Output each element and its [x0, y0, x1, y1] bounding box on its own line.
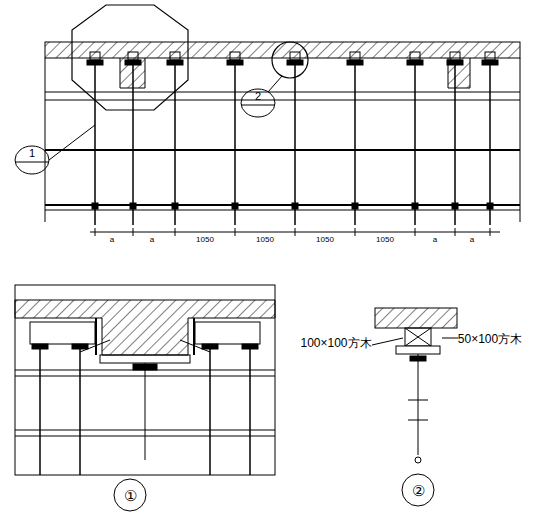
callout-number: 2: [255, 91, 261, 102]
slab: [45, 42, 520, 58]
callout-number: 1: [29, 148, 35, 159]
dimension: a: [110, 236, 114, 244]
dimension: 1050: [316, 236, 334, 244]
dimension: a: [150, 236, 154, 244]
detail-number: ②: [412, 483, 425, 498]
dimension: 1050: [256, 236, 274, 244]
material-label: 100×100方木: [300, 337, 371, 349]
detail-outline: [72, 5, 188, 110]
material-label: 50×100方木: [458, 333, 522, 345]
detail-number: ①: [124, 488, 137, 503]
dimension: 1050: [196, 236, 214, 244]
dimension: 1050: [376, 236, 394, 244]
dimension: a: [433, 236, 437, 244]
beam: [448, 58, 470, 88]
dimension: a: [470, 236, 474, 244]
